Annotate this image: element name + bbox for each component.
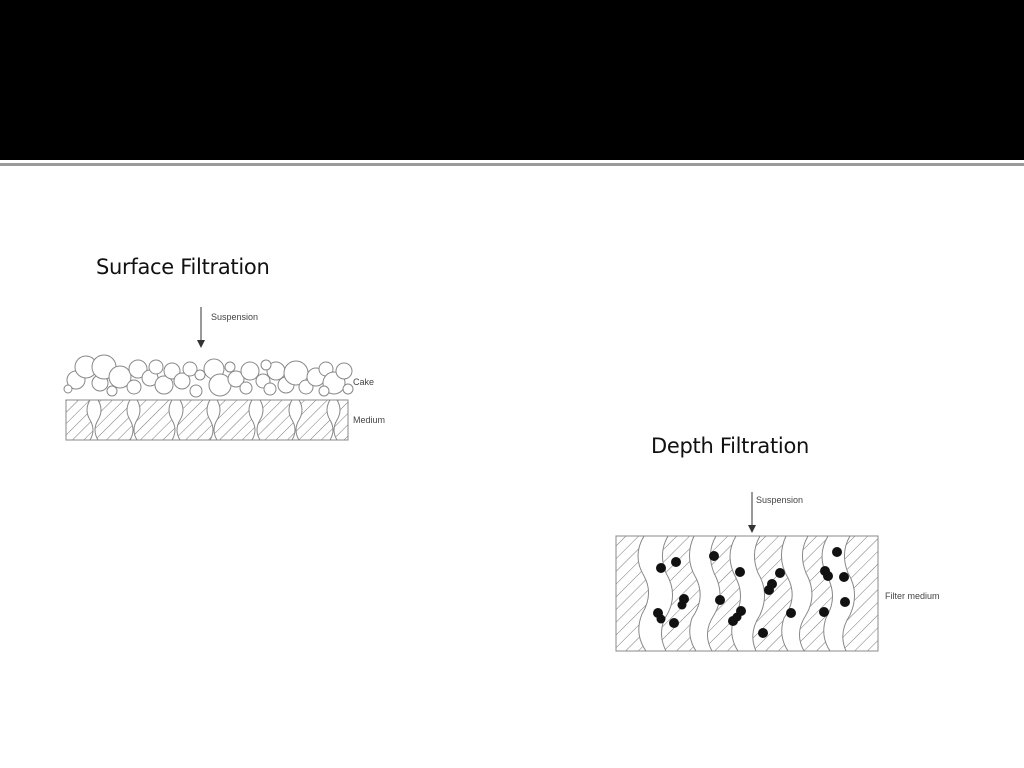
medium-label: Medium <box>353 415 385 425</box>
surface-filtration-diagram: Suspension Cake Medium <box>63 307 385 441</box>
filter-medium-label: Filter medium <box>885 591 940 601</box>
suspension-arrow <box>197 307 205 348</box>
suspension-arrow <box>748 492 756 533</box>
depth-filtration-caption: Depth Filtration <box>651 434 810 458</box>
suspension-label: Suspension <box>211 312 258 322</box>
filter-cake-particles <box>63 354 354 398</box>
suspension-label: Suspension <box>756 495 803 505</box>
filter-medium-layer <box>65 399 349 441</box>
surface-filtration-caption: Surface Filtration <box>96 255 270 279</box>
cake-label: Cake <box>353 377 374 387</box>
slide-title-bar <box>0 0 1024 160</box>
depth-filtration-diagram: Suspension Filter medium <box>615 492 940 652</box>
title-divider <box>0 163 1024 166</box>
trapped-particles <box>653 547 850 638</box>
